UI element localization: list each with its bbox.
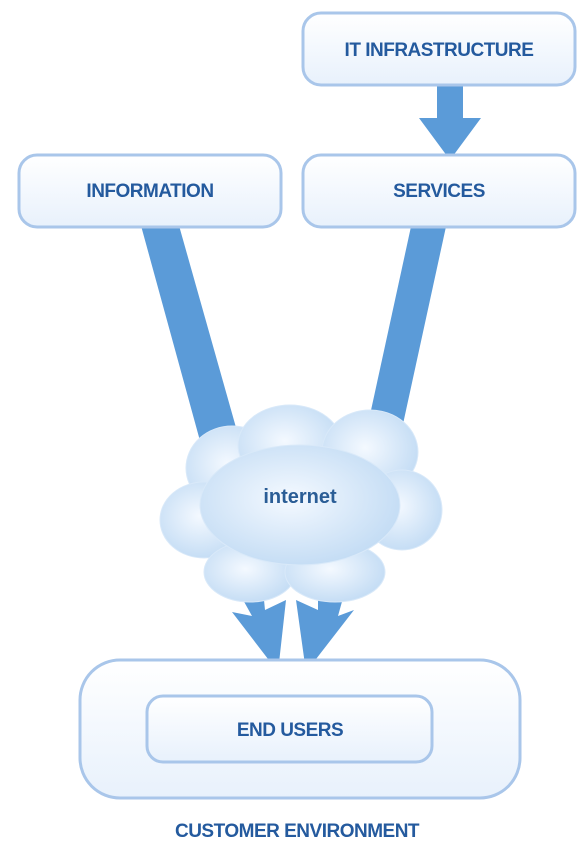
arrow-internet-to-end-users-right: [296, 580, 354, 672]
internet-cloud: [159, 404, 443, 603]
services-label: SERVICES: [393, 181, 485, 202]
it-infrastructure-box: [301, 11, 577, 87]
end-users-label: END USERS: [237, 720, 343, 741]
end-users-box: [145, 694, 434, 764]
internet-label: internet: [263, 486, 337, 508]
arrow-it-infrastructure-to-services: [419, 68, 481, 160]
arrow-information-to-internet: [140, 222, 248, 470]
information-label: INFORMATION: [86, 181, 213, 202]
information-box: [17, 153, 283, 229]
customer-environment-label: CUSTOMER ENVIRONMENT: [175, 821, 420, 842]
it-infrastructure-label: IT INFRASTRUCTURE: [345, 40, 534, 61]
arrow-internet-to-end-users-left: [232, 580, 286, 672]
arrow-services-to-internet: [358, 222, 447, 470]
services-box: [301, 153, 577, 229]
